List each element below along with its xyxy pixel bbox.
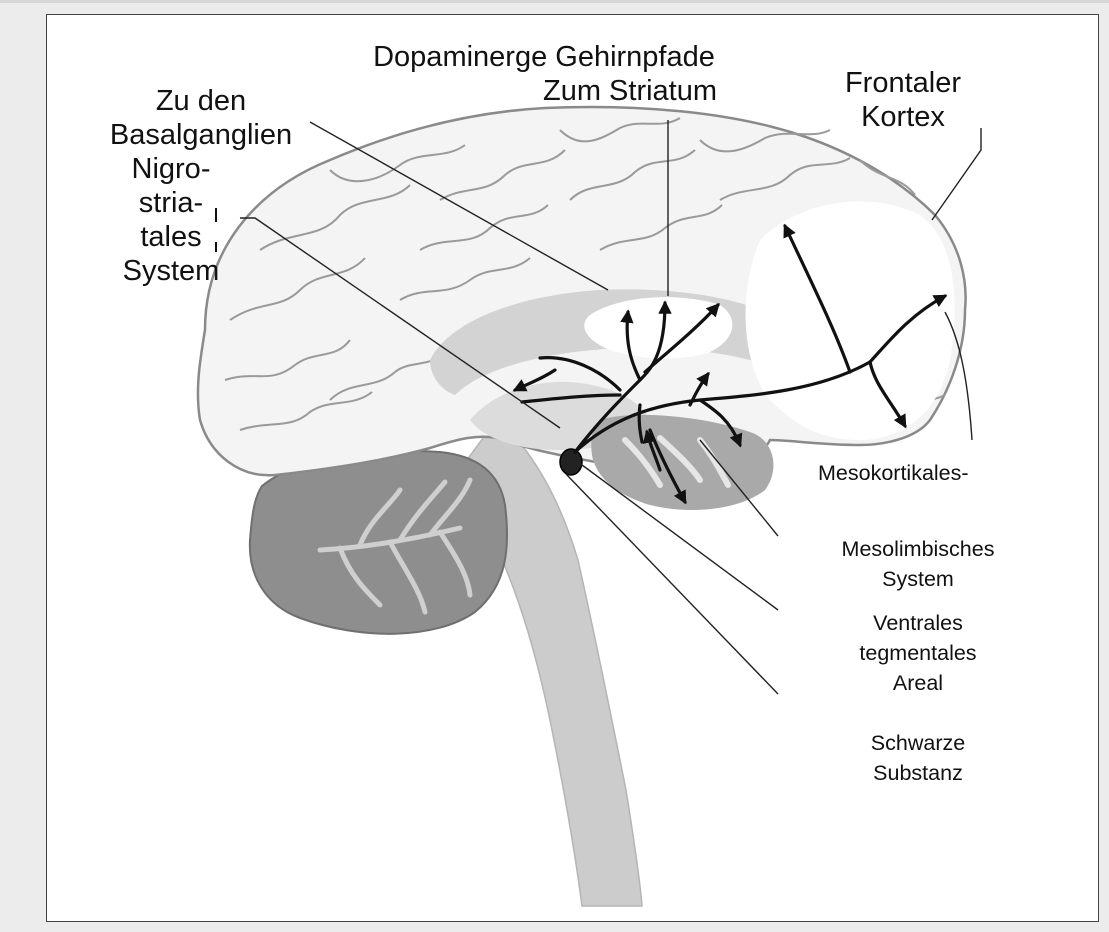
vta-label: Ventrales tegmentales Areal [808,608,1028,698]
frontal-cortex-line2: Kortex [818,100,988,134]
basal-ganglia-line1: Zu den [96,84,306,118]
mesolimbic-line1: Mesolimbisches [808,534,1028,564]
nigrostriatal-line4: System [76,254,266,288]
vta-line2: tegmentales [808,638,1028,668]
nigrostriatal-line1: Nigro- [76,152,266,186]
substantia-nigra-line1: Schwarze [808,728,1028,758]
frontal-cortex-label: Frontaler Kortex [818,66,988,134]
mesolimbic-line2: System [808,564,1028,594]
mesocortical-label: Mesokortikales- [818,458,969,488]
vta-line1: Ventrales [808,608,1028,638]
substantia-nigra-label: Schwarze Substanz [808,728,1028,788]
vta-line3: Areal [808,668,1028,698]
nigrostriatal-line3: tales [76,220,266,254]
frontal-cortex-line1: Frontaler [818,66,988,100]
mesolimbic-label: Mesolimbisches System [808,534,1028,594]
basal-ganglia-line2: Basalganglien [96,118,306,152]
title-label: Dopaminerge Gehirnpfade [342,40,746,74]
nigrostriatal-label: Nigro- stria- tales System [76,152,266,288]
striatum-label: Zum Striatum [517,74,743,108]
frontal-white-area [746,201,955,440]
nigrostriatal-line2: stria- [76,186,266,220]
substantia-nigra-line2: Substanz [808,758,1028,788]
basal-ganglia-label: Zu den Basalganglien [96,84,306,152]
